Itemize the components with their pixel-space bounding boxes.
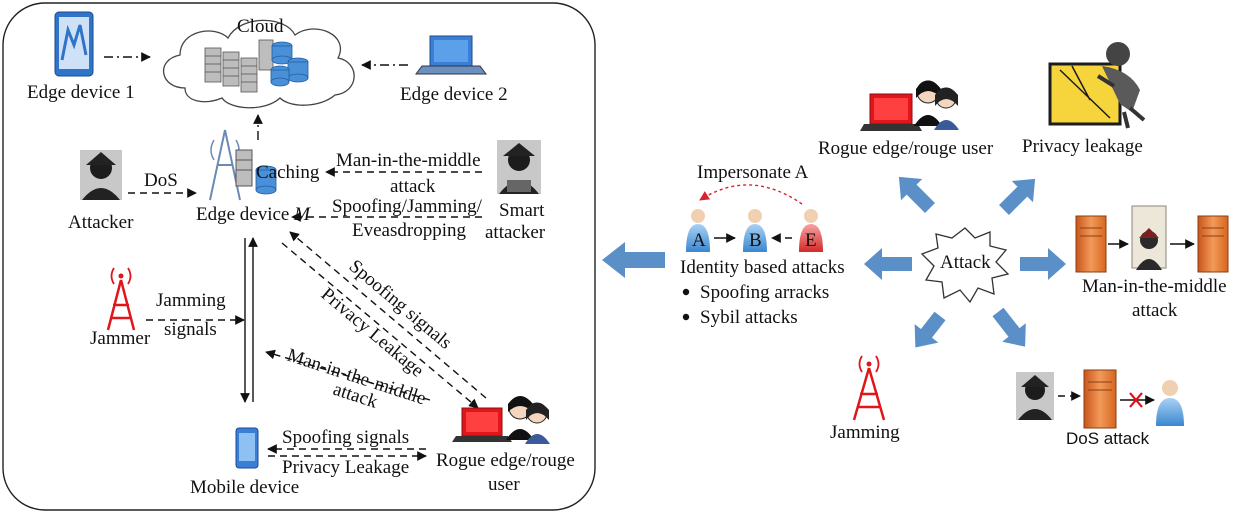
dos-victim-icon — [1156, 380, 1184, 426]
jamming-label: Jamming — [830, 422, 900, 443]
spoof-jam-label-2: Eveasdropping — [352, 220, 466, 241]
node-e-label: E — [805, 230, 817, 251]
arrow-to-dos — [992, 307, 1026, 347]
impersonate-curved-arrow — [699, 184, 803, 205]
cloud-label: Cloud — [237, 16, 284, 37]
blocked-cross-icon — [1129, 392, 1143, 408]
mobile-phone-icon — [235, 427, 259, 469]
bullet-1-label: Spoofing arracks — [700, 282, 829, 303]
identity-attacks-label: Identity based attacks — [680, 257, 845, 278]
edge-server-icon — [235, 149, 253, 187]
mitm-right-label-1: Man-in-the-middle — [1082, 276, 1227, 297]
tower-icon — [209, 129, 241, 201]
attacker-label: Attacker — [68, 212, 134, 233]
mitm-attacker-icon — [1131, 205, 1167, 270]
person-e-icon — [799, 209, 823, 252]
mitm-bottom-arrow — [265, 349, 431, 401]
mitm-right-label-2: attack — [1132, 300, 1178, 321]
rogue-users-icon — [506, 396, 550, 444]
mitm-left-server-icon — [1075, 215, 1107, 273]
privacy-leakage-icon — [1048, 42, 1146, 129]
mitm-top-label-1: Man-in-the-middle — [336, 150, 481, 171]
jammer-tower-icon — [106, 267, 136, 331]
mitm-top-label-2: attack — [390, 176, 436, 197]
smart-attacker-icon — [497, 140, 541, 194]
impersonate-label: Impersonate A — [697, 162, 809, 183]
spoof-jam-label-1: Spoofing/Jamming/ — [332, 196, 483, 217]
cloud-icon — [162, 19, 355, 109]
node-b-label: B — [749, 230, 762, 251]
smart-attacker-label-1: Smart — [499, 200, 545, 221]
attack-burst-shape — [920, 227, 1010, 304]
left-panel-frame — [2, 2, 596, 511]
rogue-label-1: Rogue edge/rouge — [436, 450, 575, 471]
edge-device-2-label: Edge device 2 — [400, 84, 508, 105]
privacy-diag-arrow — [281, 242, 479, 409]
smart-attacker-label-2: attacker — [485, 222, 546, 243]
dos-label: DoS — [144, 170, 178, 191]
jamming-tower-icon — [852, 355, 886, 421]
tablet-icon — [54, 11, 94, 77]
edge-device-m-label: Edge device M — [196, 204, 311, 225]
rogue-label-2: user — [488, 474, 520, 495]
dos-attacker-icon — [1016, 372, 1054, 420]
panel-link-arrow — [602, 242, 665, 278]
spoofing-diag-arrow — [289, 231, 487, 399]
arrow-to-privacy — [999, 178, 1036, 215]
bullet-1-dot — [682, 288, 690, 296]
laptop-icon — [415, 35, 487, 75]
edge-device-1-label: Edge device 1 — [27, 82, 135, 103]
bullet-2-label: Sybil attacks — [700, 307, 798, 328]
attack-center-label: Attack — [940, 252, 991, 273]
arrow-to-mitm — [1020, 248, 1066, 280]
dos-attack-label: DoS attack — [1066, 429, 1150, 448]
arrow-to-identity — [864, 248, 912, 280]
caching-label: Caching — [256, 162, 320, 183]
jamming-signals-label-1: Jamming — [156, 290, 226, 311]
privacy-leakage-label: Privacy leakage — [1022, 136, 1143, 157]
jamming-signals-label-2: signals — [164, 319, 217, 340]
person-a-icon — [686, 209, 710, 252]
arrow-to-rogue — [898, 176, 935, 213]
mitm-right-server-icon — [1197, 215, 1229, 273]
caching-database-icon — [255, 165, 277, 195]
dos-server-icon — [1083, 369, 1117, 429]
node-a-label: A — [692, 230, 706, 251]
spoofing-bottom-label: Spoofing signals — [282, 427, 409, 448]
mobile-device-label: Mobile device — [190, 477, 299, 498]
person-b-icon — [743, 209, 767, 252]
bullet-2-dot — [682, 313, 690, 321]
rogue-user-right-label: Rogue edge/rouge user — [818, 138, 994, 159]
jammer-label: Jammer — [90, 328, 151, 349]
rogue-users-right-icon — [914, 80, 959, 130]
privacy-bottom-label: Privacy Leakage — [282, 457, 409, 478]
rogue-laptop-right-icon — [860, 93, 922, 131]
attacker-icon — [80, 150, 122, 200]
rogue-laptop-icon — [452, 407, 512, 442]
arrow-to-jamming — [914, 311, 946, 348]
